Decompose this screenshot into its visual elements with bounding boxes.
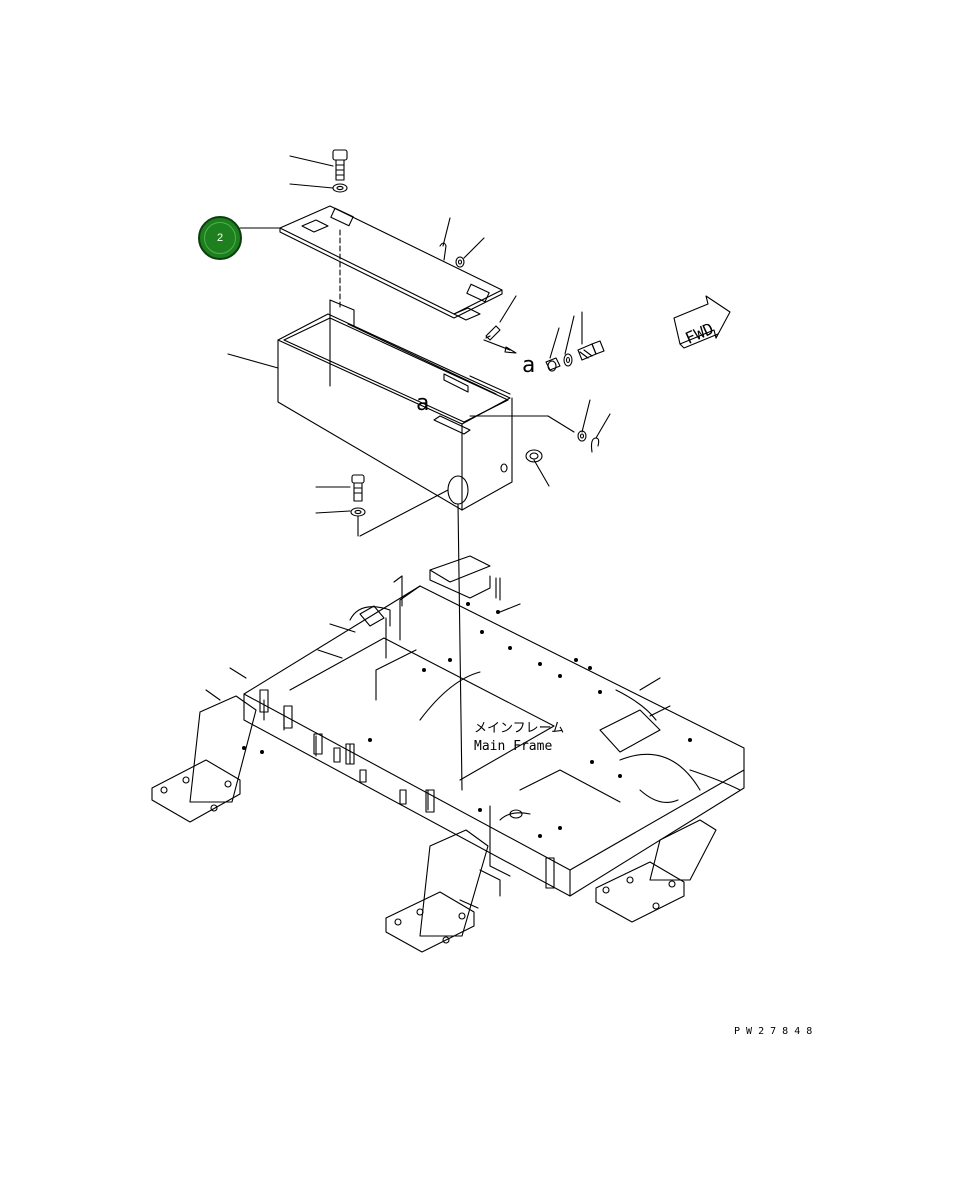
fwd-arrow-outline — [673, 295, 731, 349]
lock-pin-1 — [439, 242, 465, 268]
frame-leg-right — [595, 819, 717, 923]
cover-plate — [279, 205, 503, 321]
hinge-pin — [483, 325, 517, 354]
letter-a-box: a — [416, 391, 429, 416]
side-bolt — [545, 340, 605, 372]
lock-pin-2 — [577, 430, 600, 453]
lower-bolt — [350, 474, 366, 517]
leader-lines — [205, 155, 671, 717]
callout-ring — [204, 222, 236, 254]
drawing-code: P W 2 7 8 4 8 — [734, 1026, 812, 1037]
main-frame-label-en: Main Frame — [474, 739, 552, 754]
letter-a-right: a — [522, 353, 535, 378]
top-bolt — [332, 149, 348, 193]
frame-holes — [242, 602, 692, 838]
main-frame — [243, 555, 745, 909]
main-frame-label-jp: メインフレーム — [474, 721, 564, 736]
frame-leg-left — [151, 695, 257, 823]
tool-box — [277, 299, 543, 791]
frame-leg-center — [385, 829, 489, 953]
callout-2[interactable]: 2 — [198, 216, 242, 260]
diagram-labels: FWD a a メインフレーム Main Frame P W 2 7 8 4 8 — [416, 319, 812, 1037]
fwd-label: FWD — [682, 319, 716, 348]
